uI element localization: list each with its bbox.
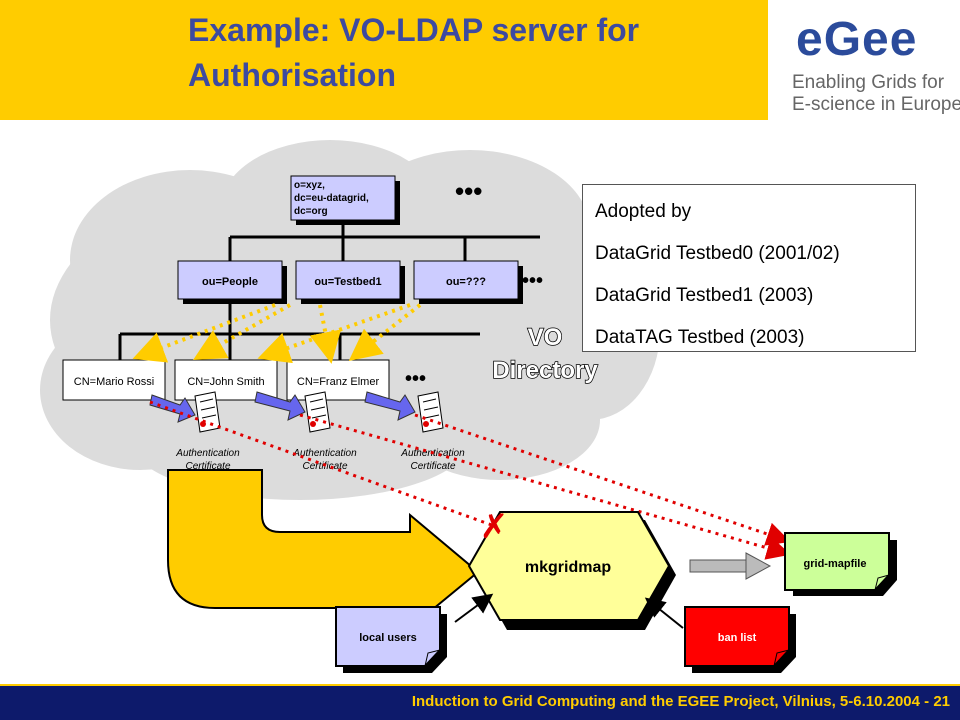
mkgridmap-hexagon (467, 511, 671, 621)
cert-1-label-1: Authentication (175, 448, 240, 459)
cn-mario-rossi-label: CN=Mario Rossi (74, 376, 154, 388)
adopted-item: DataGrid Testbed0 (2001/02) (595, 243, 840, 264)
local-users-box: local users (335, 606, 447, 673)
footer-text: Induction to Grid Computing and the EGEE… (411, 693, 950, 710)
logo-line-1: Enabling Grids for (792, 72, 945, 93)
certificate-3 (364, 391, 444, 433)
root-line-1: o=xyz, (294, 180, 325, 191)
ellipsis-top: ••• (455, 176, 482, 206)
logo-word: eGee (796, 13, 918, 66)
footer-divider (0, 684, 960, 686)
ou-people-node: ou=People (177, 260, 287, 304)
output-arrow (689, 552, 772, 580)
ldap-root-node: o=xyz, dc=eu-datagrid, dc=org (290, 175, 400, 225)
membership-arrows (132, 303, 422, 364)
root-line-2: dc=eu-datagrid, (294, 193, 369, 204)
egee-logo: eGee Enabling Grids for E-science in Eur… (782, 8, 960, 118)
local-users-label: local users (359, 632, 416, 644)
logo-line-2: E-science in Europe (792, 94, 960, 115)
adopted-by-box: Adopted by DataGrid Testbed0 (2001/02) D… (582, 184, 916, 352)
ou-testbed1-label: ou=Testbed1 (314, 276, 381, 288)
ou-people-label: ou=People (202, 276, 258, 288)
gridmapfile-box: grid-mapfile (784, 532, 897, 596)
root-line-3: dc=org (294, 206, 328, 217)
ellipsis-cn: ••• (405, 368, 426, 390)
cn-mario-rossi-node: CN=Mario Rossi (62, 359, 166, 401)
ou-testbed1-node: ou=Testbed1 (295, 260, 405, 304)
ou-unknown-label: ou=??? (446, 276, 486, 288)
adopted-heading: Adopted by (595, 201, 692, 222)
ou-unknown-node: ou=??? (413, 260, 523, 304)
page-title: Example: VO-LDAP server for Authorisatio… (188, 12, 640, 93)
cert-3-label-2: Certificate (410, 461, 455, 472)
cn-franz-elmer-label: CN=Franz Elmer (297, 376, 380, 388)
certificate-1 (149, 391, 221, 433)
big-flow-arrow (167, 469, 480, 631)
ban-list-box: ban list (684, 606, 796, 673)
footer-bar: Induction to Grid Computing and the EGEE… (0, 686, 960, 720)
adopted-item: DataTAG Testbed (2003) (595, 327, 805, 348)
input-arrows (454, 593, 684, 629)
cert-1-label-2: Certificate (185, 461, 230, 472)
cn-john-smith-label: CN=John Smith (187, 376, 264, 388)
gridmapfile-label: grid-mapfile (804, 558, 867, 570)
directory-label: Directory (492, 357, 598, 384)
ban-list-label: ban list (718, 632, 757, 644)
mkgridmap-label: mkgridmap (525, 559, 611, 576)
cert-2-label-1: Authentication (292, 448, 357, 459)
header-bar (0, 0, 768, 120)
red-dotted-arrows (149, 400, 791, 560)
adopted-item: DataGrid Testbed1 (2003) (595, 285, 814, 306)
vo-label: VO (528, 324, 563, 351)
cross-icon: ✗ (480, 507, 509, 547)
ellipsis-ou: ••• (522, 270, 543, 292)
